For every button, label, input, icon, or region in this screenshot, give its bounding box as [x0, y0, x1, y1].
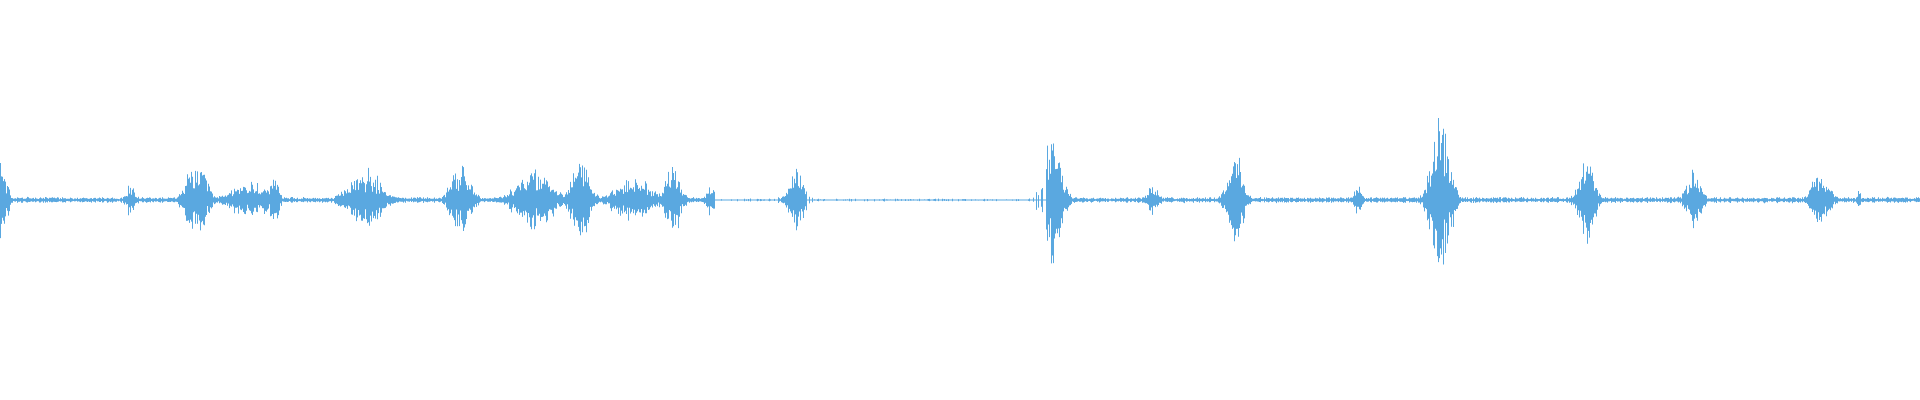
waveform-trace [0, 118, 1920, 265]
